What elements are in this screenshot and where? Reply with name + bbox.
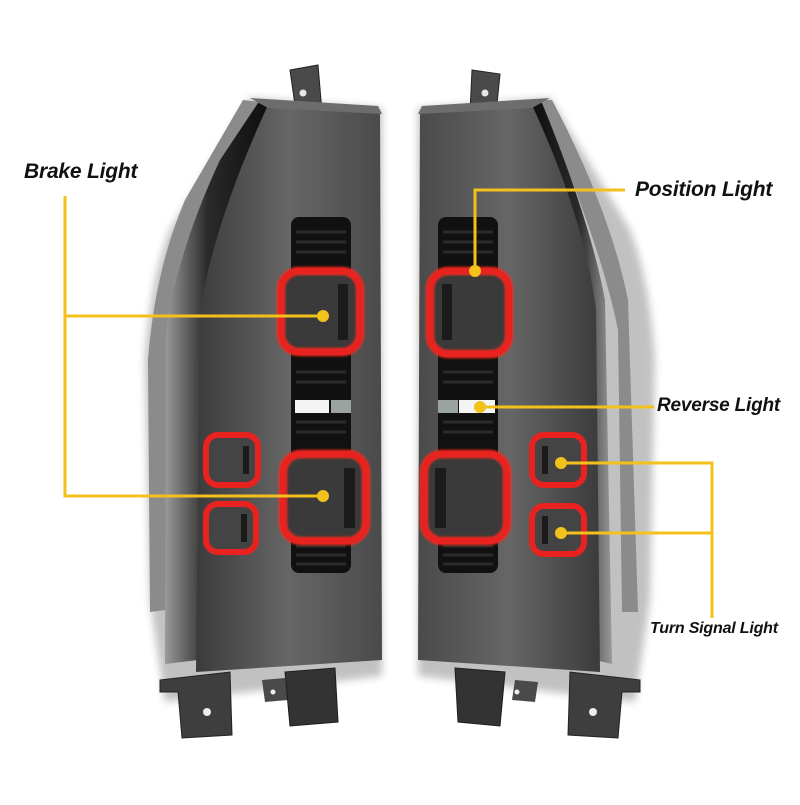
left-tail-light: [145, 64, 382, 739]
reverse-callout-dot: [474, 401, 486, 413]
callout-lines: [63, 188, 714, 618]
brake-light-label: Brake Light: [24, 160, 138, 183]
callout-dots: [317, 265, 567, 539]
position-callout-line: [473, 188, 625, 270]
brake-callout-dot: [317, 490, 329, 502]
position-light-ring-upper: [426, 267, 513, 358]
position-light-ring-lower: [420, 450, 511, 545]
position-light-label: Position Light: [635, 178, 773, 201]
right-tail-light: [418, 69, 655, 739]
brake-callout-dot: [317, 310, 329, 322]
brake-callout-line-lower: [63, 196, 323, 498]
turn-callout-dot: [555, 457, 567, 469]
left-turn-ring-lower: [203, 501, 259, 555]
turn-callout-dot: [555, 527, 567, 539]
reverse-light-strip: [295, 400, 329, 413]
position-callout-dot: [469, 265, 481, 277]
turn-signal-light-label: Turn Signal Light: [650, 620, 778, 637]
left-turn-ring-upper: [203, 432, 261, 488]
turn-callout-line-upper: [561, 461, 714, 618]
reverse-light-label: Reverse Light: [657, 395, 781, 416]
